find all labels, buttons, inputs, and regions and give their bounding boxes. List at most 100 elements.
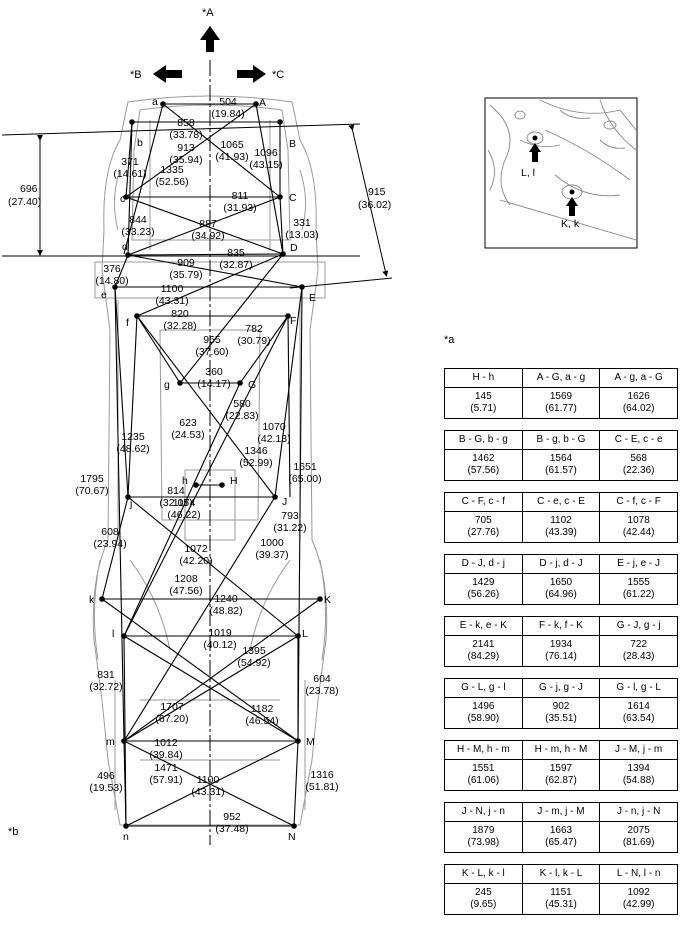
point-label-c: c bbox=[120, 193, 125, 205]
measurement-label: 820(32.28) bbox=[163, 308, 196, 332]
svg-text:952: 952 bbox=[223, 811, 241, 823]
point-label-M: M bbox=[306, 736, 315, 748]
table-value-row: 1429(56.26)1650(64.96)1555(61.22) bbox=[444, 573, 678, 605]
svg-text:(32.05): (32.05) bbox=[159, 497, 192, 509]
svg-text:(14.17): (14.17) bbox=[197, 378, 230, 390]
value-mm: 1569 bbox=[549, 391, 573, 402]
table-value-cell: 1663(65.47) bbox=[521, 821, 601, 853]
svg-text:955: 955 bbox=[203, 334, 221, 346]
point-label-D: D bbox=[290, 242, 298, 254]
point-h bbox=[193, 482, 199, 488]
table-value-cell: 1650(64.96) bbox=[521, 573, 601, 605]
svg-text:608: 608 bbox=[101, 526, 119, 538]
table-value-cell: 1551(61.06) bbox=[444, 759, 523, 791]
point-d bbox=[125, 252, 131, 258]
point-K bbox=[317, 596, 323, 602]
table-value-cell: 245(9.65) bbox=[444, 883, 523, 915]
svg-text:1795: 1795 bbox=[80, 473, 104, 485]
value-mm: 1555 bbox=[627, 577, 650, 588]
direction-arrows bbox=[153, 26, 266, 83]
measurement-label: 1100(43.31) bbox=[155, 283, 188, 307]
table-value-cell: 1934(76.14) bbox=[521, 635, 601, 667]
value-mm: 145 bbox=[474, 391, 492, 402]
measurement-label: 360(14.17) bbox=[197, 366, 230, 390]
table-header-cell: F - k, f - K bbox=[521, 616, 601, 636]
measurement-lines bbox=[101, 103, 321, 827]
measurement-label: 909(35.79) bbox=[169, 257, 202, 281]
measurement-label: 887(34.92) bbox=[191, 218, 224, 242]
svg-text:811: 811 bbox=[232, 190, 249, 202]
table-value-cell: 568(22.36) bbox=[599, 449, 678, 481]
measurement-label: 604(23.78) bbox=[305, 673, 338, 697]
svg-text:(39.84): (39.84) bbox=[149, 749, 182, 761]
measurement-label: 858(33.78) bbox=[169, 117, 202, 141]
svg-text:(39.37): (39.37) bbox=[255, 549, 288, 561]
table-value-cell: 1092(42.99) bbox=[599, 883, 678, 915]
measurement-label: 955(37.60) bbox=[195, 334, 228, 358]
point-b bbox=[129, 119, 135, 125]
table-value-row: 1879(73.98)1663(65.47)2075(81.69) bbox=[444, 821, 678, 853]
table-header-cell: K - L, k - l bbox=[444, 864, 523, 884]
measurement-label: 1335(52.56) bbox=[155, 164, 188, 188]
measurement-label: 831(32.72) bbox=[89, 669, 122, 693]
point-label-L: L bbox=[302, 628, 308, 640]
table-value-cell: 722(28.43) bbox=[599, 635, 678, 667]
svg-text:(41.93): (41.93) bbox=[215, 151, 248, 163]
point-g bbox=[177, 380, 183, 386]
side-dim-696-mm: 696 bbox=[20, 183, 38, 195]
point-label-j: j bbox=[129, 498, 132, 510]
table-value-cell: 1496(58.90) bbox=[444, 697, 523, 729]
table-value-cell: 1151(45.31) bbox=[521, 883, 601, 915]
svg-text:360: 360 bbox=[205, 366, 223, 378]
svg-text:1346: 1346 bbox=[244, 445, 268, 457]
table-header-cell: H - m, h - M bbox=[521, 740, 601, 760]
value-in: (64.96) bbox=[545, 589, 577, 600]
svg-text:(31.93): (31.93) bbox=[223, 202, 256, 214]
svg-text:844: 844 bbox=[129, 214, 147, 226]
measurement-label: 1471(57.91) bbox=[149, 762, 182, 786]
measurement-label: 623(24.53) bbox=[171, 417, 204, 441]
side-dim-696-in: (27.40) bbox=[8, 196, 41, 208]
measurement-label: 811(31.93) bbox=[223, 190, 256, 214]
measurement-label: 913(35.94) bbox=[169, 142, 202, 166]
value-mm: 1462 bbox=[472, 453, 495, 464]
svg-text:1019: 1019 bbox=[208, 627, 232, 639]
value-in: (73.98) bbox=[467, 837, 500, 848]
value-in: (43.39) bbox=[545, 527, 577, 538]
point-H bbox=[219, 482, 225, 488]
svg-text:(57.91): (57.91) bbox=[149, 774, 182, 786]
value-in: (65.47) bbox=[545, 837, 577, 848]
svg-text:(33.78): (33.78) bbox=[169, 129, 202, 141]
table-header-cell: D - J, d - j bbox=[444, 554, 523, 574]
point-a bbox=[160, 101, 166, 107]
point-label-B: B bbox=[289, 138, 296, 150]
svg-text:(22.83): (22.83) bbox=[225, 410, 258, 422]
table-value-cell: 2075(81.69) bbox=[599, 821, 678, 853]
table-value-cell: 1597(62.87) bbox=[521, 759, 601, 791]
point-L bbox=[295, 633, 301, 639]
value-in: (61.57) bbox=[545, 465, 577, 476]
table-header-cell: A - G, a - g bbox=[521, 368, 601, 388]
measurement-label: 1208(47.56) bbox=[169, 573, 202, 597]
svg-text:(43.31): (43.31) bbox=[155, 295, 188, 307]
svg-text:1174: 1174 bbox=[173, 497, 196, 509]
table-value-row: 245(9.65)1151(45.31)1092(42.99) bbox=[444, 883, 678, 915]
table-header-cell: E - k, e - K bbox=[444, 616, 523, 636]
table-header-cell: C - F, c - f bbox=[444, 492, 523, 512]
point-A bbox=[253, 101, 259, 107]
measurement-label: 496(19.53) bbox=[89, 770, 122, 794]
table-header-cell: H - h bbox=[444, 368, 523, 388]
point-label-K: K bbox=[324, 594, 331, 606]
svg-text:504: 504 bbox=[219, 96, 237, 108]
inset-arrow-l-icon bbox=[529, 143, 541, 162]
table-value-cell: 902(35.51) bbox=[521, 697, 601, 729]
value-in: (76.14) bbox=[545, 651, 577, 662]
svg-text:1316: 1316 bbox=[310, 769, 334, 781]
table-header-cell: D - j, d - J bbox=[521, 554, 601, 574]
